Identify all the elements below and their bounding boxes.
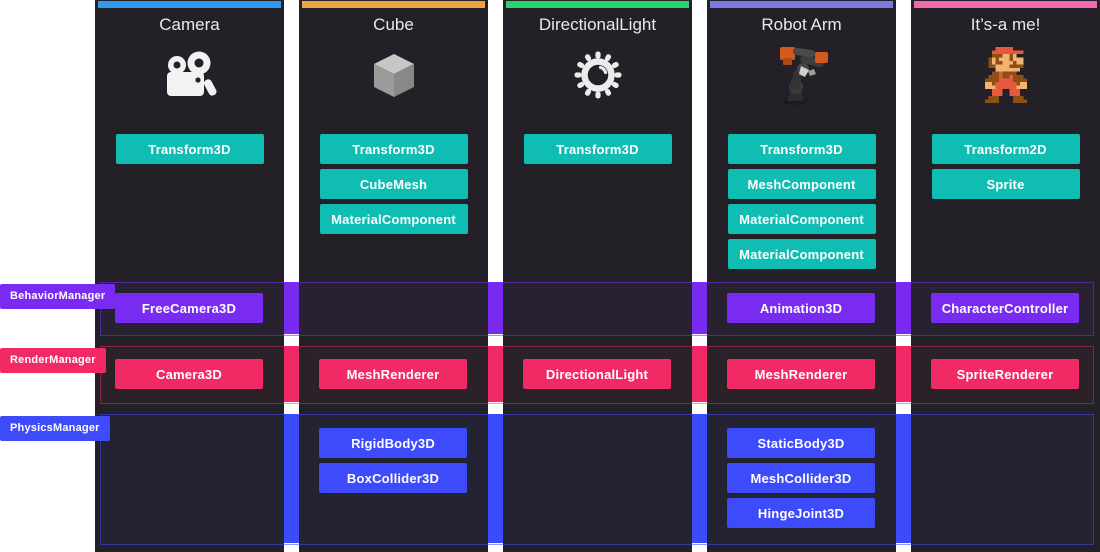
- entity-column-directionallight: DirectionalLight: [503, 0, 692, 552]
- entity-title: Robot Arm: [761, 15, 842, 34]
- component-chip: Transform2D: [931, 134, 1080, 164]
- component-chip: CubeMesh: [319, 169, 468, 199]
- entity-title: DirectionalLight: [538, 15, 657, 34]
- component-stack: Transform3D MeshComponent MaterialCompon…: [707, 134, 896, 274]
- behavior-chip: FreeCamera3D: [115, 293, 263, 323]
- entity-title: It’s-a me!: [970, 15, 1041, 34]
- behavior-chip: CharacterController: [931, 293, 1079, 323]
- render-chip: SpriteRenderer: [931, 359, 1079, 389]
- robot-arm-icon: [707, 44, 896, 106]
- behavior-chip: Animation3D: [727, 293, 875, 323]
- behaviormanager-label: BehaviorManager: [0, 284, 116, 309]
- component-stack: Transform3D CubeMesh MaterialComponent: [299, 134, 488, 239]
- component-chip: Sprite: [931, 169, 1080, 199]
- cube-icon: [299, 44, 488, 106]
- entity-title: Camera: [159, 15, 220, 34]
- render-chip: MeshRenderer: [727, 359, 875, 389]
- component-stack: Transform3D: [95, 134, 284, 169]
- physicsmanager-label: PhysicsManager: [0, 416, 110, 441]
- component-chip: MeshComponent: [727, 169, 876, 199]
- mario-sprite-icon: [911, 44, 1100, 106]
- physics-chip: BoxCollider3D: [319, 463, 467, 493]
- entity-accent-bar: [302, 1, 485, 8]
- render-chip: DirectionalLight: [523, 359, 671, 389]
- component-chip: MaterialComponent: [727, 204, 876, 234]
- component-chip: Transform3D: [727, 134, 876, 164]
- entity-accent-bar: [506, 1, 689, 8]
- entity-column-mario: It’s-a me! Transform2D Sprite: [911, 0, 1100, 552]
- physics-chip: HingeJoint3D: [727, 498, 875, 528]
- rendermanager-label: RenderManager: [0, 348, 106, 373]
- component-chip: MaterialComponent: [727, 239, 876, 269]
- entity-column-camera: Camera Transform3D: [95, 0, 284, 552]
- entity-accent-bar: [98, 1, 281, 8]
- component-chip: Transform3D: [115, 134, 264, 164]
- camera-icon: [95, 44, 284, 106]
- physics-chip: MeshCollider3D: [727, 463, 875, 493]
- entity-title: Cube: [373, 15, 414, 34]
- component-chip: MaterialComponent: [319, 204, 468, 234]
- physics-chip: StaticBody3D: [727, 428, 875, 458]
- component-stack: Transform2D Sprite: [911, 134, 1100, 204]
- entity-column-cube: Cube Transform3D CubeMesh MaterialCompon…: [299, 0, 488, 552]
- entity-accent-bar: [914, 1, 1097, 8]
- physics-chip: RigidBody3D: [319, 428, 467, 458]
- sun-icon: [503, 44, 692, 106]
- component-chip: Transform3D: [319, 134, 468, 164]
- component-stack: Transform3D: [503, 134, 692, 169]
- render-chip: Camera3D: [115, 359, 263, 389]
- entity-column-robot-arm: Robot Arm Transform3D MeshComponent Mate…: [707, 0, 896, 552]
- component-chip: Transform3D: [523, 134, 672, 164]
- render-chip: MeshRenderer: [319, 359, 467, 389]
- entity-accent-bar: [710, 1, 893, 8]
